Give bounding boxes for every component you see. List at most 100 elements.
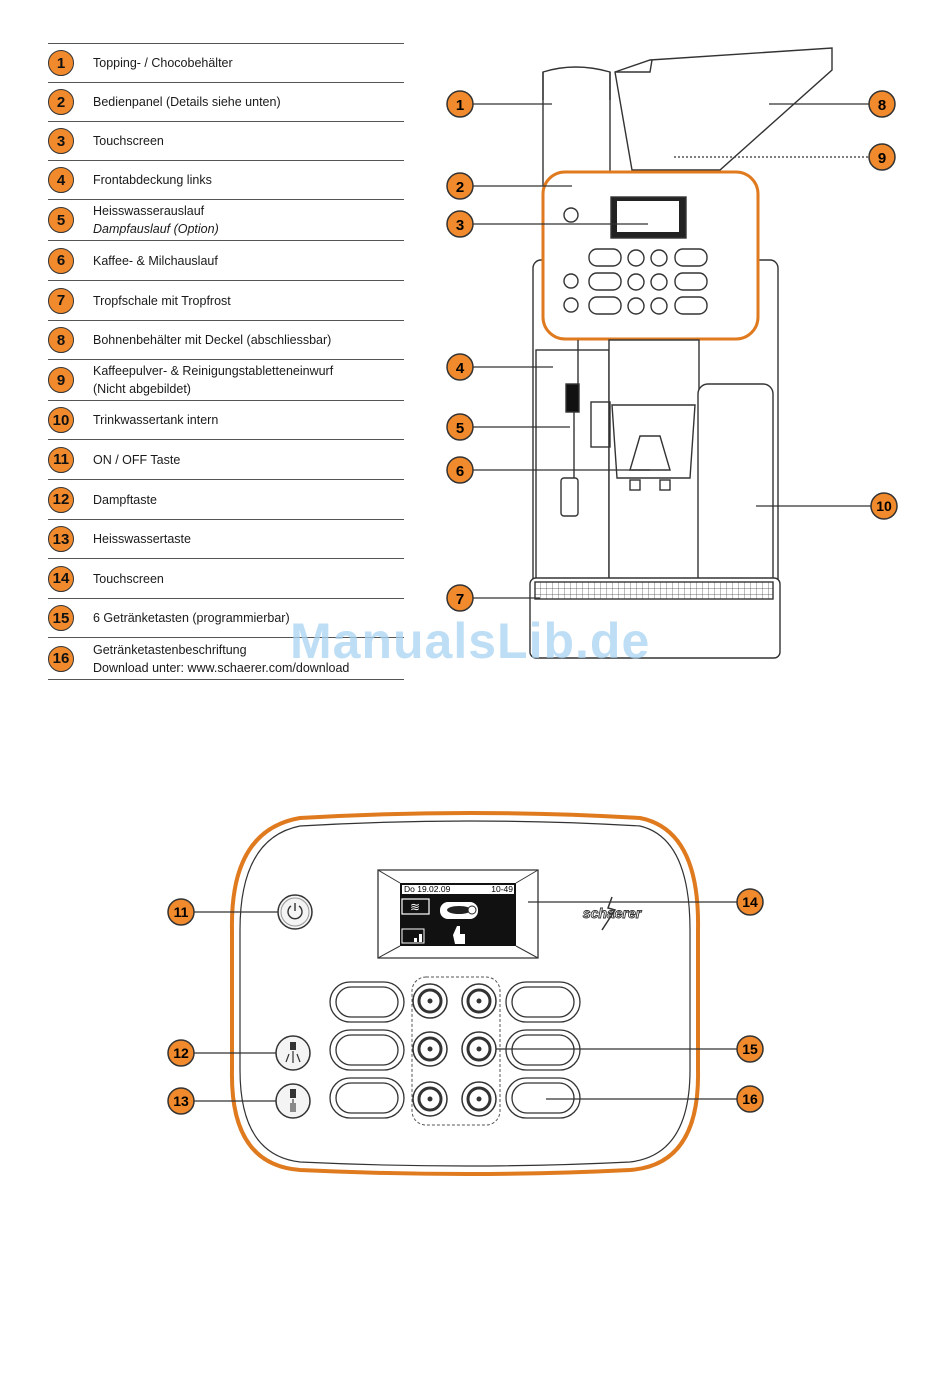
hot-water-icon [290,1089,296,1098]
callout-number: 10 [876,498,892,514]
beverage-button-group [411,976,501,1126]
callout-number: 12 [173,1045,189,1061]
legend-number: 4 [48,167,74,193]
legend-item: 14 Touchscreen [48,558,404,598]
legend-item: 15 6 Getränketasten (programmierbar) [48,598,404,637]
callout-number: 14 [742,894,758,910]
callout-6: 6 [446,456,474,484]
legend-text: Topping- / Chocobehälter [93,56,233,70]
legend-number: 14 [48,565,74,592]
legend-text: Tropfschale mit Tropfrost [93,293,231,308]
callout-4: 4 [446,353,474,381]
callout-3: 3 [446,210,474,238]
hand-pointer-icon [453,926,465,944]
watermark: ManualsLib.de [290,613,651,669]
legend-text: Getränketastenbeschriftung [93,642,247,657]
legend-subtext: Download unter: www.schaerer.com/downloa… [93,660,350,675]
wave-icon: ≋ [410,900,420,914]
callout-number: 2 [456,179,464,196]
machine-leader-lines [473,103,871,599]
legend-item: 12 Dampftaste [48,479,404,519]
callout-number: 4 [456,360,465,377]
callout-number: 7 [456,591,464,608]
beverage-button[interactable] [461,1031,497,1067]
callout-12: 12 [167,1039,195,1067]
legend-number: 16 [48,645,74,672]
legend-number: 8 [48,327,74,353]
callout-number: 15 [742,1041,758,1057]
on-off-button[interactable] [277,894,313,930]
steam-button[interactable] [275,1035,311,1071]
legend-number: 2 [48,89,74,115]
beverage-button[interactable] [461,983,497,1019]
legend-text: 6 Getränketasten (programmierbar) [93,611,290,625]
legend-item: 2 Bedienpanel (Details siehe unten) [48,82,404,121]
legend-number: 11 [48,446,74,473]
callout-13: 13 [167,1087,195,1115]
machine-callouts: 1 2 3 4 5 6 7 8 9 10 [446,90,898,612]
legend-list: 1 Topping- / Chocobehälter 2 Bedienpanel (… [48,43,404,680]
legend-number: 5 [48,207,74,233]
legend-text: Dampftaste [93,492,157,507]
legend-subtext: (Nicht abgebildet) [93,382,191,396]
legend-text: Heisswasserauslauf [93,204,205,218]
beverage-button[interactable] [412,1031,448,1067]
callout-11: 11 [167,898,195,926]
signal-icon [401,928,425,944]
panel-callouts: 11 12 13 14 15 16 [167,888,764,1115]
legend-number: 15 [48,605,74,631]
label-slots-right [505,981,581,1119]
callout-number: 1 [456,97,464,114]
callout-number: 6 [456,463,464,480]
legend-number: 12 [48,486,74,513]
callout-number: 16 [742,1091,758,1107]
beverage-button[interactable] [412,1081,448,1117]
callout-14: 14 [736,888,764,916]
callout-9: 9 [868,143,896,171]
legend-item: 8 Bohnenbehälter mit Deckel (abschliessba… [48,320,404,359]
label-slots-left [329,981,405,1119]
beverage-button[interactable] [461,1081,497,1117]
callout-5: 5 [446,413,474,441]
callout-number: 13 [173,1093,189,1109]
legend-text: Touchscreen [93,571,164,586]
callout-number: 9 [878,150,886,167]
legend-text: Kaffeepulver- & Reinigungstabletteneinwu… [93,364,334,378]
callout-8: 8 [868,90,896,118]
callout-2: 2 [446,172,474,200]
screen-time: 10-49 [491,884,513,894]
callout-number: 5 [456,420,464,437]
legend-item: 4 Frontabdeckung links [48,160,404,199]
schaerer-logo: schaerer [582,896,643,931]
touchscreen[interactable]: Do 19.02.09 10-49 ≋ [377,869,539,959]
callout-10: 10 [870,492,898,520]
legend-text: Bedienpanel (Details siehe unten) [93,95,281,109]
legend-text: Frontabdeckung links [93,173,212,187]
callout-number: 3 [456,217,464,234]
power-icon [287,905,303,920]
legend-text: Trinkwassertank intern [93,413,219,427]
legend-text: Bohnenbehälter mit Deckel (abschliessbar… [93,333,332,347]
legend-number: 6 [48,247,74,274]
hot-water-button[interactable] [275,1083,311,1119]
panel-leader-lines [194,901,737,1102]
legend-number: 1 [48,50,74,76]
steam-screen-icon[interactable] [401,898,430,915]
screen-date: Do 19.02.09 [404,884,451,894]
control-panel: Do 19.02.09 10-49 ≋ schaerer [229,811,701,1176]
callout-number: 11 [174,904,189,920]
beverage-button[interactable] [412,983,448,1019]
callout-number: 8 [878,97,886,114]
callout-16: 16 [736,1085,764,1113]
legend-number: 3 [48,128,74,154]
legend-text: Heisswassertaste [93,532,191,546]
legend-number: 7 [48,287,74,314]
